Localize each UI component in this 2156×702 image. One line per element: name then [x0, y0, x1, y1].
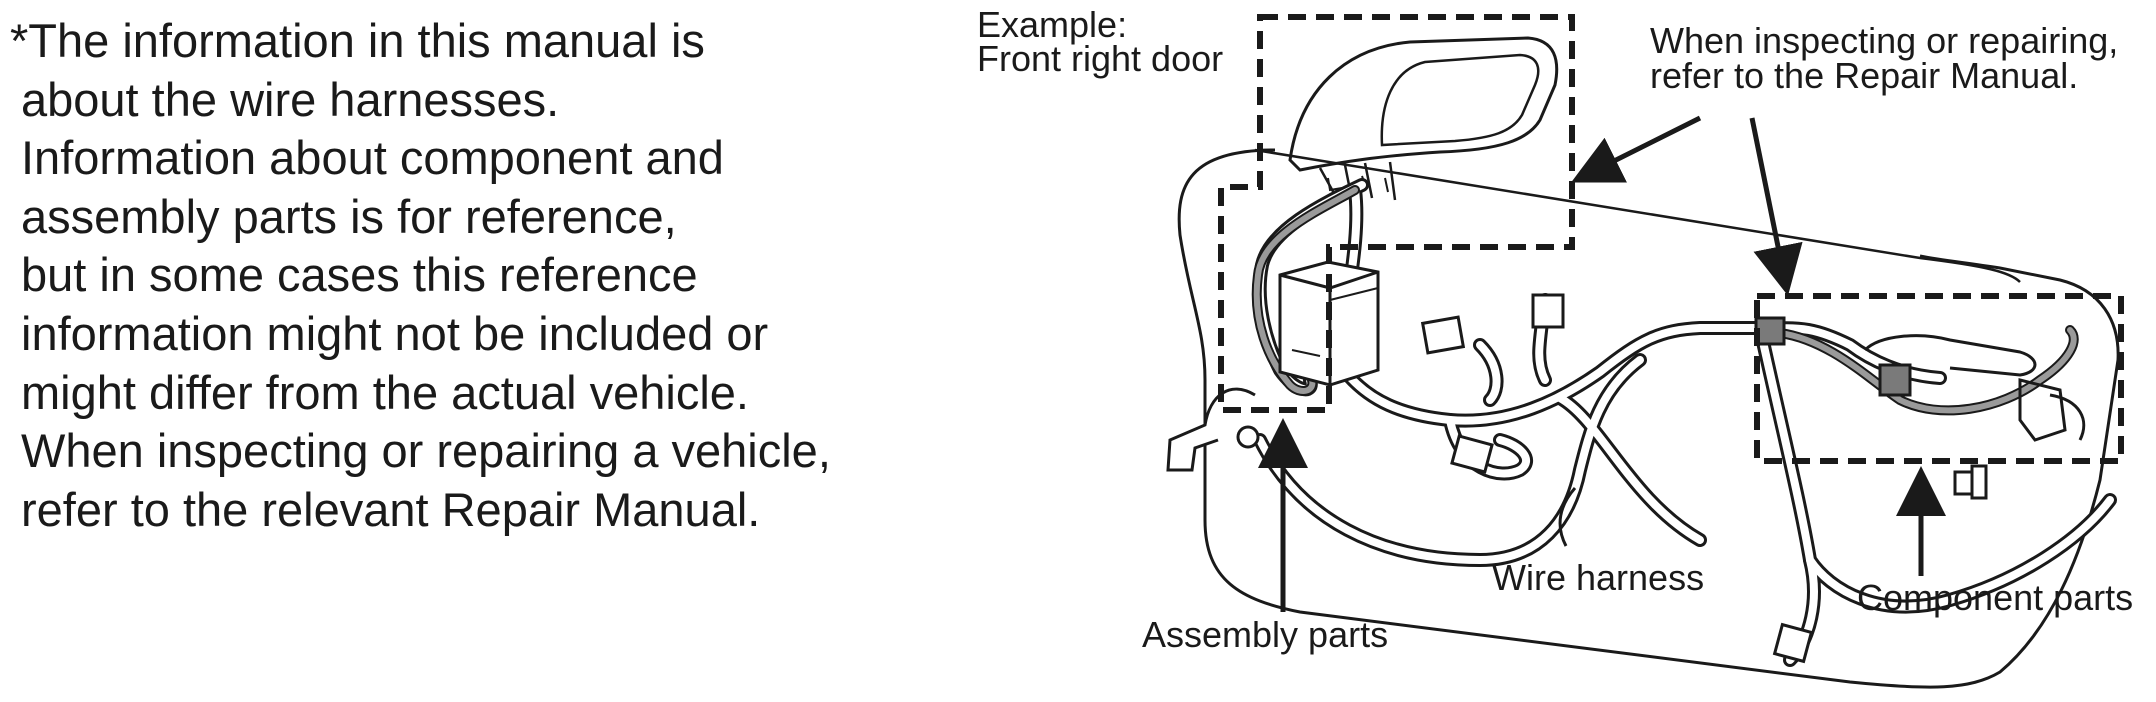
assembly-parts-label: Assembly parts [1142, 614, 1388, 655]
note-line: *The information in this manual is [10, 14, 705, 67]
callout-line-2: refer to the Repair Manual. [1650, 55, 2078, 96]
door-lock-assembly [1863, 334, 2086, 442]
manual-note: *The information in this manual is about… [10, 12, 910, 539]
note-line: Information about component and [21, 131, 724, 185]
note-line: might differ from the actual vehicle. [21, 365, 749, 419]
component-parts-dashed-box [1754, 293, 2124, 464]
example-value: Front right door [977, 38, 1223, 79]
wire-harness-label: Wire harness [1492, 557, 1704, 598]
note-line: refer to the relevant Repair Manual. [21, 482, 761, 536]
note-line: about the wire harnesses. [21, 72, 560, 126]
note-line: but in some cases this reference [21, 248, 698, 302]
side-mirror [1288, 36, 1559, 201]
note-line: When inspecting or repairing a vehicle, [21, 424, 831, 478]
example-label: Example: [977, 4, 1127, 45]
component-parts-label: Component parts [1857, 577, 2133, 618]
door-panel [1177, 148, 2120, 689]
assembly-parts-dashed-box [1218, 14, 1575, 413]
note-line: assembly parts is for reference, [21, 189, 677, 243]
callout-line-1: When inspecting or repairing, [1650, 20, 2118, 61]
callout-arrows [1258, 115, 1946, 612]
note-line: information might not be included or [21, 306, 769, 360]
highlighted-harness [1251, 185, 2079, 416]
